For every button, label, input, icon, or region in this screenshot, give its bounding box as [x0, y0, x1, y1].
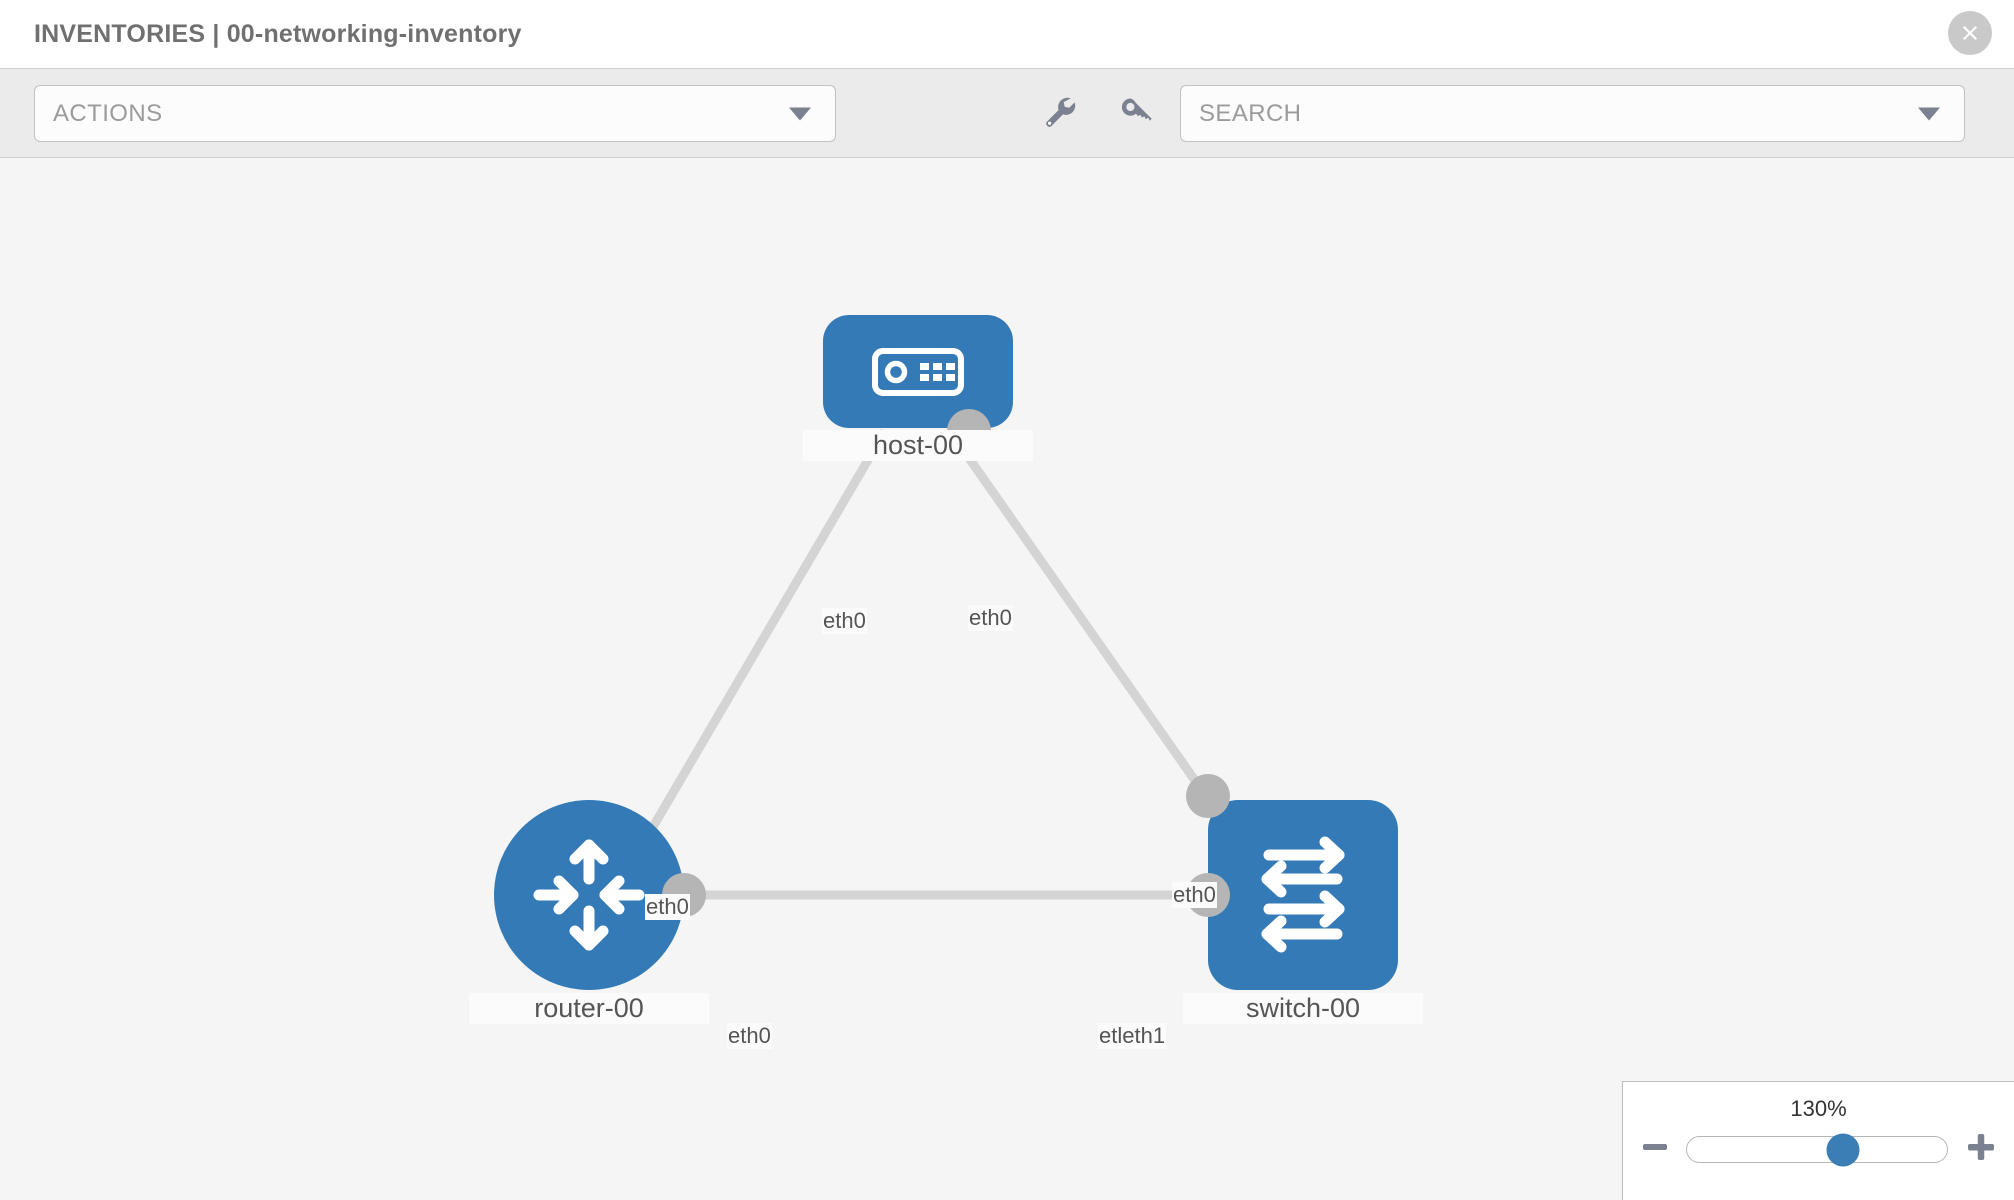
toolbar: ACTIONS SEARCH	[0, 68, 2014, 158]
chevron-down-icon	[789, 107, 811, 120]
zoom-slider-handle[interactable]	[1826, 1133, 1859, 1166]
actions-dropdown-label: ACTIONS	[53, 99, 163, 127]
topology-links-layer	[636, 428, 1240, 900]
switch-arrows-icon	[1261, 836, 1345, 953]
actions-dropdown[interactable]: ACTIONS	[34, 85, 836, 142]
zoom-slider-row	[1623, 1132, 2014, 1167]
node-switch-00[interactable]: switch-00	[1183, 774, 1423, 1024]
edge-label-host-00-eth0-right: eth0	[968, 605, 1013, 631]
zoom-control-panel: 130%	[1622, 1081, 2014, 1200]
node-switch-00-label: switch-00	[1183, 993, 1423, 1024]
link-host00-switch00	[946, 428, 1240, 842]
router-arrows-icon	[533, 839, 645, 951]
node-host-00-label: host-00	[803, 430, 1033, 461]
zoom-percent-label: 130%	[1790, 1096, 1847, 1121]
node-host-00-shape[interactable]	[823, 315, 1013, 428]
page-header: INVENTORIES | 00-networking-inventory	[0, 0, 2014, 68]
link-host00-router00	[636, 428, 889, 852]
edge-label-switch-00-eth1-left: etleth1	[1098, 1023, 1167, 1049]
node-switch-00-shape[interactable]	[1208, 800, 1398, 990]
search-placeholder-label: SEARCH	[1199, 99, 1302, 127]
node-host-00[interactable]: host-00	[803, 315, 1033, 461]
chevron-down-icon[interactable]	[1918, 107, 1940, 120]
zoom-slider-track[interactable]	[1685, 1133, 1948, 1166]
edge-label-router-00-eth0-right: eth0	[727, 1023, 772, 1049]
page-title: INVENTORIES | 00-networking-inventory	[34, 19, 522, 48]
minus-icon[interactable]	[1642, 1134, 1668, 1165]
close-icon[interactable]	[1948, 11, 1992, 55]
node-router-00-label: router-00	[469, 993, 709, 1024]
edge-label-switch-00-eth0-up: eth0	[1172, 882, 1217, 908]
edge-label-router-00-eth0-up: eth0	[645, 894, 690, 920]
topology-canvas[interactable]: host-00	[0, 159, 2014, 1200]
search-input[interactable]: SEARCH	[1180, 85, 1965, 142]
toolbar-icon-group	[1040, 85, 1154, 142]
key-icon[interactable]	[1116, 92, 1154, 135]
edge-label-host-00-eth0-left: eth0	[822, 608, 867, 634]
plus-icon[interactable]	[1966, 1132, 1996, 1167]
wrench-icon[interactable]	[1040, 92, 1078, 135]
server-icon	[872, 347, 964, 396]
interface-nub-switch-00-eth0-top[interactable]	[1186, 774, 1230, 818]
